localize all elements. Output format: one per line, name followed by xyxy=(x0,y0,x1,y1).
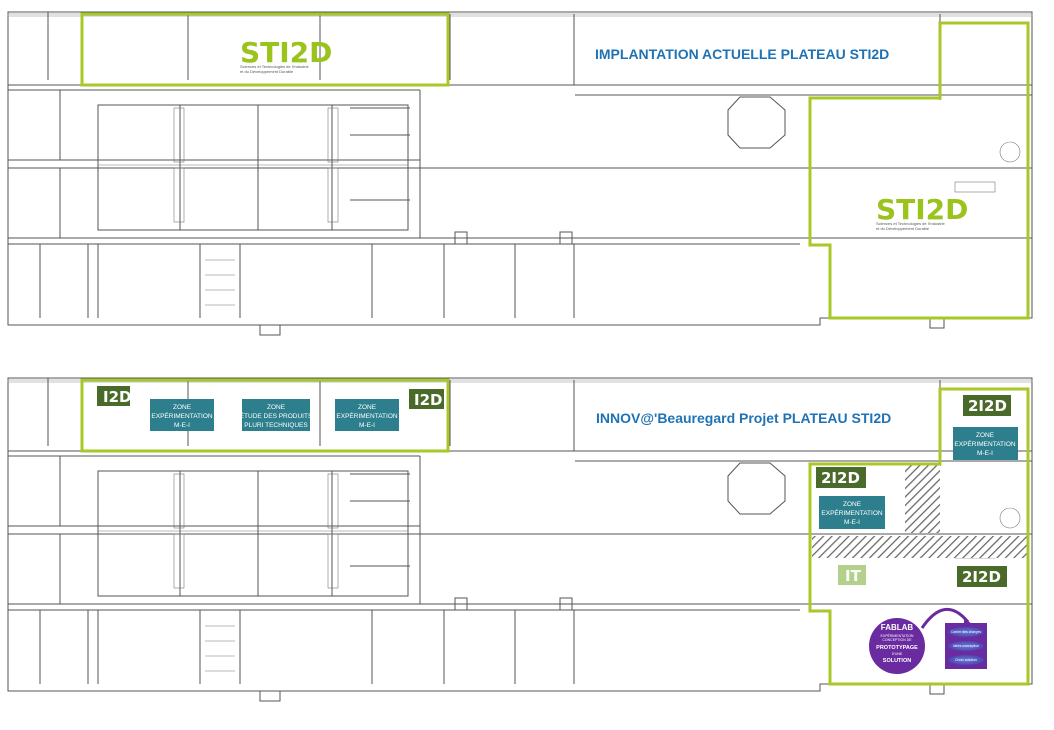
logo-1-sub2: et du Développement Durable xyxy=(240,69,294,74)
zone5-line3: M-E-I xyxy=(844,519,860,526)
fablab-card-2 xyxy=(948,641,984,651)
zone2-line2: ÉTUDE DES PRODUITS xyxy=(240,411,313,420)
sti2d-logo-2: STI2D Sciences et Technologies de l'Indu… xyxy=(876,193,968,231)
hatched-area-horizontal xyxy=(812,536,1028,558)
fablab-block: FABLAB EXPÉRIMENTATION CONCEPTION DE PRO… xyxy=(869,607,987,674)
fablab-card-1 xyxy=(948,627,984,637)
top-plan-title: IMPLANTATION ACTUELLE PLATEAU STI2D xyxy=(595,46,889,62)
fablab-sub2: CONCEPTION DE xyxy=(882,638,912,642)
sti2d-logo-1: STI2D Sciences et Technologies de l'Indu… xyxy=(240,36,332,74)
zone4-line2: EXPÉRIMENTATION xyxy=(954,439,1015,448)
fablab-card-1-label: Cahier des charges xyxy=(951,630,982,634)
badge-2i2d-low-label: 2I2D xyxy=(962,568,1001,586)
badge-i2d-right xyxy=(409,389,444,409)
zone-experimentation-4 xyxy=(819,496,885,529)
zone-experimentation-2 xyxy=(335,399,399,431)
top-sti2d-highlight-upper xyxy=(80,12,450,87)
bottom-2i2d-highlight xyxy=(808,387,1030,686)
logo-2-sub1: Sciences et Technologies de l'Industrie xyxy=(876,221,946,226)
bottom-plan-title: INNOV@'Beauregard Projet PLATEAU STI2D xyxy=(596,410,891,426)
badge-i2d-left-label: I2D xyxy=(103,388,131,406)
top-sti2d-highlight-right xyxy=(808,21,1030,320)
bottom-i2d-highlight xyxy=(80,378,450,453)
zone3-line2: EXPÉRIMENTATION xyxy=(336,411,397,420)
zone1-line1: ZONE xyxy=(173,404,192,411)
zone-experimentation-3 xyxy=(953,427,1018,460)
zone3-line3: M-E-I xyxy=(359,422,375,429)
zone5-line2: EXPÉRIMENTATION xyxy=(821,508,882,517)
fablab-card-3-label: Choix solution xyxy=(955,658,977,662)
badge-2i2d-low xyxy=(957,566,1007,587)
fablab-main1: PROTOTYPAGE xyxy=(876,645,918,651)
zone2-line3: PLURI TECHNIQUES xyxy=(244,422,308,429)
zone-experimentation-1 xyxy=(150,399,214,431)
zone4-line3: M-E-I xyxy=(977,450,993,457)
zone4-line1: ZONE xyxy=(976,432,995,439)
fablab-circle xyxy=(869,618,925,674)
zone-etude-produits xyxy=(242,399,310,431)
top-floor-plan: IMPLANTATION ACTUELLE PLATEAU STI2D STI2… xyxy=(7,11,1033,336)
fablab-main2: SOLUTION xyxy=(883,658,911,664)
logo-2-text: STI2D xyxy=(876,193,968,226)
logo-1-sub1: Sciences et Technologies de l'Industrie xyxy=(240,64,310,69)
fablab-sub3: D'UNE xyxy=(892,652,903,656)
badge-2i2d-top-label: 2I2D xyxy=(968,397,1007,415)
logo-2-sub2: et du Développement Durable xyxy=(876,226,930,231)
zone1-line2: EXPÉRIMENTATION xyxy=(151,411,212,420)
zone2-line1: ZONE xyxy=(267,404,286,411)
bottom-floor-plan: INNOV@'Beauregard Projet PLATEAU STI2D I… xyxy=(7,377,1033,702)
fablab-title: FABLAB xyxy=(881,623,914,632)
badge-2i2d-mid xyxy=(816,467,866,488)
badge-i2d-right-label: I2D xyxy=(414,391,442,409)
badge-2i2d-top xyxy=(963,395,1011,416)
zone5-line1: ZONE xyxy=(843,501,862,508)
fablab-card-3 xyxy=(948,655,984,665)
fablab-sub1: EXPÉRIMENTATION xyxy=(881,633,914,638)
fablab-card-2-label: Idées conception xyxy=(953,644,980,648)
badge-i2d-left xyxy=(97,386,130,406)
hatched-area-vertical xyxy=(905,463,940,533)
badge-it xyxy=(838,565,866,585)
badge-2i2d-mid-label: 2I2D xyxy=(821,469,860,487)
badge-it-label: IT xyxy=(845,567,862,585)
zone3-line1: ZONE xyxy=(358,404,377,411)
logo-1-text: STI2D xyxy=(240,36,332,69)
zone1-line3: M-E-I xyxy=(174,422,190,429)
fablab-arrow xyxy=(920,607,970,629)
